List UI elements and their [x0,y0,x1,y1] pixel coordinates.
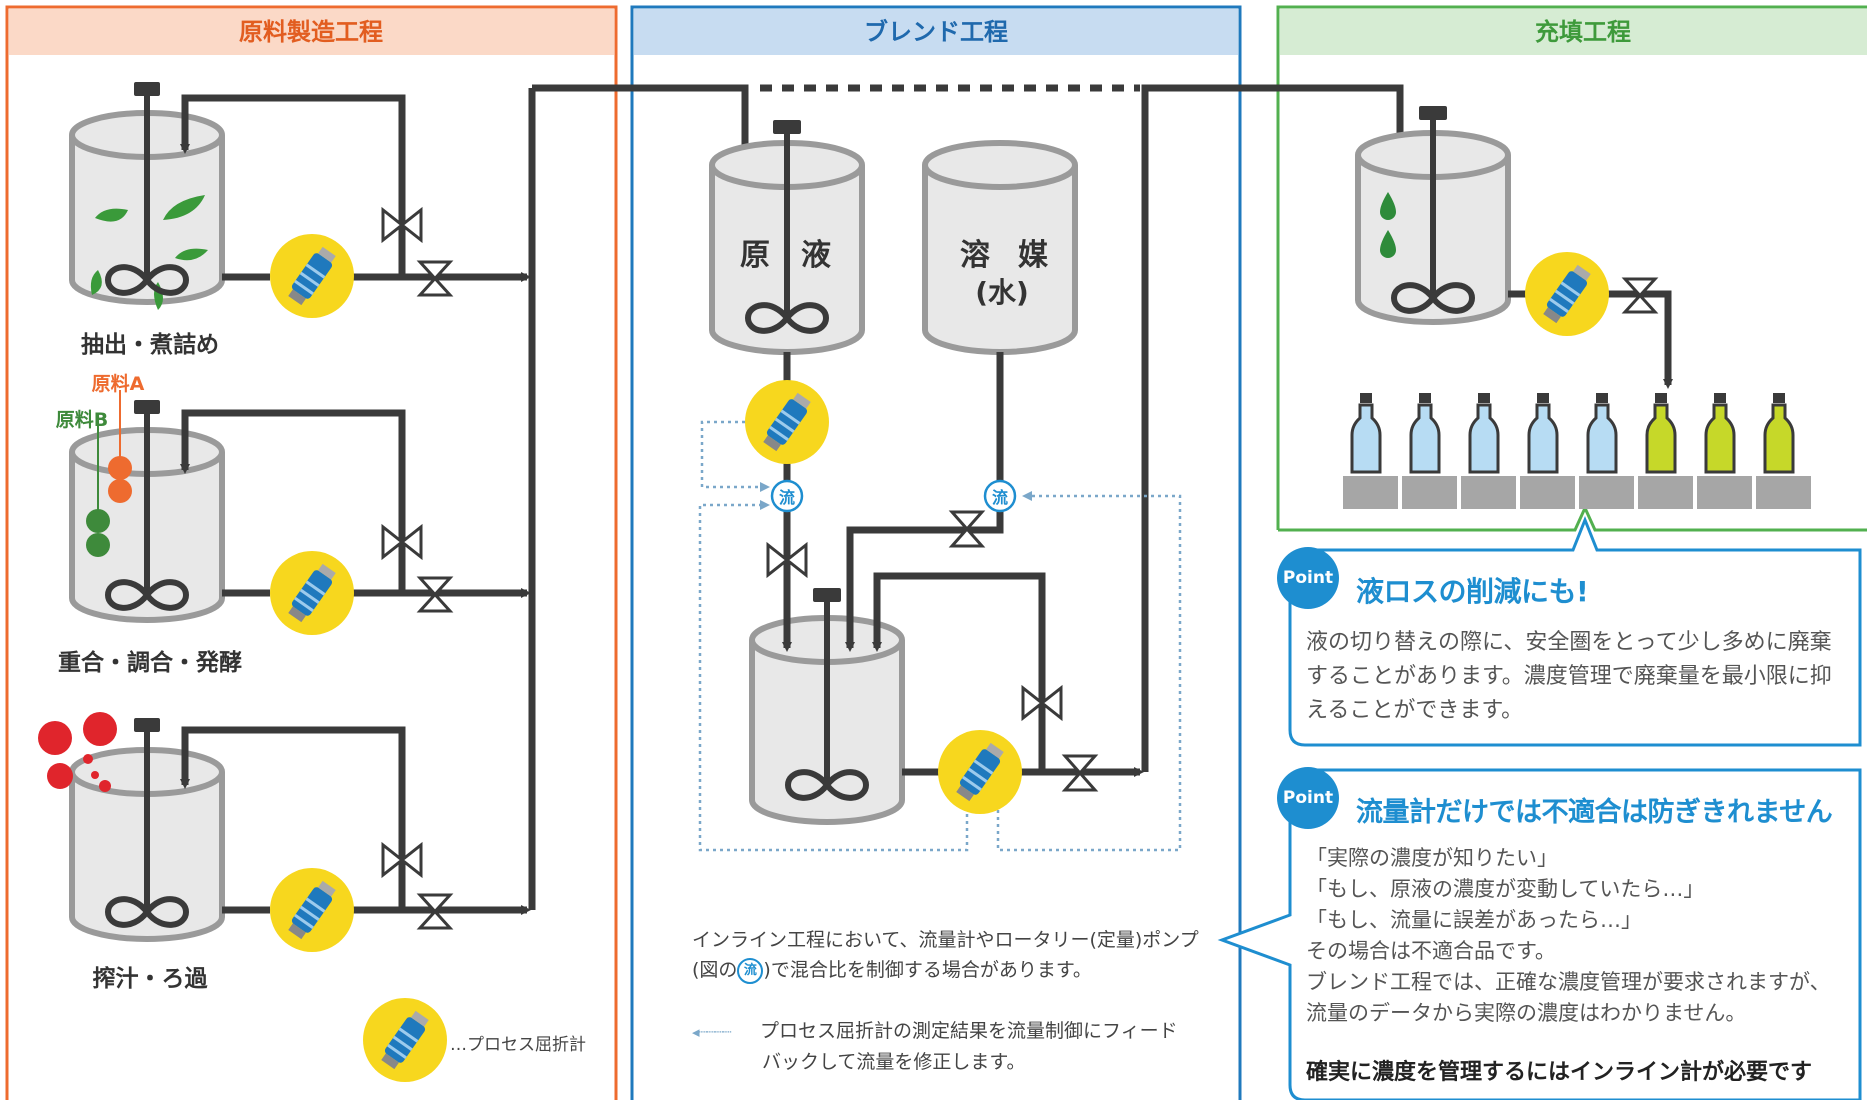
section-raw-title: 原料製造工程 [239,18,383,46]
inline-note-line-2a: (図の [692,959,738,981]
feedback-arrow-icon: ◂┈┈┈┈ [692,1023,732,1041]
refractometer-legend-label: …プロセス屈折計 [450,1035,586,1055]
refractometer-icons [270,234,1609,1082]
solvent-label-sub: (水) [975,276,1029,309]
flow-meter-stock: 流 [770,479,804,513]
feedback-note-line-1: プロセス屈折計の測定結果を流量制御にフィード [760,1020,1178,1042]
raw-tank-3-label: 搾汁・ろ過 [93,965,209,992]
point1-title: 液ロスの削減にも! [1356,575,1589,608]
point2-line-6: 流量のデータから実際の濃度はわかりません。 [1306,1001,1747,1025]
refractometer-icon [270,551,354,635]
feedback-note-line-2: バックして流量を修正します。 [762,1051,1026,1073]
section-blend-title: ブレンド工程 [864,18,1008,46]
ingredient-b-label: 原料B [56,408,108,431]
point2-line-2: 「もし、原液の濃度が変動していたら…」 [1306,877,1705,901]
bottle [1704,393,1736,474]
raw-tank-2-label: 重合・調合・発酵 [58,649,242,676]
raw-pipes [180,94,531,915]
section-blend: ブレンド工程 [630,5,1242,1100]
refractometer-legend-icon [363,998,447,1082]
solvent-tank: 溶 媒 (水) [922,140,1078,355]
bottle [1763,393,1795,474]
fill-tank [1355,106,1511,325]
bottle [1350,393,1382,474]
stock-tank: 原 液 [709,120,865,355]
flow-meter-solvent-symbol: 流 [992,488,1008,507]
inline-note-line-2b: )で混合比を制御する場合があります。 [763,959,1092,981]
flow-meter-solvent: 流 [983,479,1017,513]
refractometer-icon [270,868,354,952]
bottle [1468,393,1500,474]
flow-meter-stock-symbol: 流 [779,488,795,507]
raw-tank-3 [38,712,225,942]
refractometer-icon [270,234,354,318]
fill-valve [1621,277,1659,314]
blend-valves [766,510,1099,792]
section-raw: 原料製造工程 [5,5,618,1100]
stock-label-1: 原 [740,238,770,273]
point2-line-1: 「実際の濃度が知りたい」 [1306,846,1558,870]
feedback-note: ◂┈┈┈┈ プロセス屈折計の測定結果を流量制御にフィード バックして流量を修正しま… [692,1016,1222,1077]
section-fill: 充填工程 [1276,5,1867,532]
flow-symbol-inline: 流 [737,957,764,984]
bottle [1645,393,1677,474]
point2-conclusion: 確実に濃度を管理するにはインライン計が必要です [1306,1060,1813,1085]
feedback-lines [698,420,1182,852]
solvent-label-1: 溶 [960,238,990,273]
stock-label-2: 液 [801,238,831,273]
refractometer-icon [1525,252,1609,336]
point1-line-1: 液の切り替えの際に、安全圏をとって少し多めに廃棄 [1306,630,1832,655]
ingredient-a-label: 原料A [92,372,145,395]
inline-note-line-1: インライン工程において、流量計やロータリー(定量)ポンプ [692,929,1199,951]
raw-tank-1-label: 抽出・煮詰め [81,331,219,358]
solvent-label-2: 媒 [1018,238,1049,273]
bottle [1586,393,1618,474]
point2-title: 流量計だけでは不適合は防ぎきれません [1356,797,1833,828]
feedback-arrowhead-2 [760,500,770,510]
bottle [1409,393,1441,474]
feedback-arrowhead-3 [1022,491,1032,501]
point2-badge: Point [1277,767,1339,829]
refractometer-icon [745,380,829,464]
bottle [1527,393,1559,474]
inline-note: インライン工程において、流量計やロータリー(定量)ポンプ (図の流)で混合比を制… [692,925,1222,985]
point1-body: 液の切り替えの際に、安全圏をとって少し多めに廃棄 することがあります。濃度管理で… [1306,626,1854,728]
raw-tank-1 [69,82,225,310]
raw-valves [381,206,454,930]
point1-line-3: えることができます。 [1306,698,1524,723]
point2-line-4: その場合は不適合品です。 [1306,939,1556,963]
point2-line-3: 「もし、流量に誤差があったら…」 [1306,908,1642,932]
point1-line-2: することがあります。濃度管理で廃棄量を最小限に抑 [1306,664,1832,689]
inline-note-line-2: (図の流)で混合比を制御する場合があります。 [692,955,1222,985]
point2-line-5: ブレンド工程では、正確な濃度管理が要求されますが、 [1306,970,1831,994]
point1-badge: Point [1277,547,1339,609]
conveyor [1343,476,1811,509]
point2-body: 「実際の濃度が知りたい」 「もし、原液の濃度が変動していたら…」 「もし、流量に… [1306,843,1856,1029]
feedback-arrowhead-1 [760,482,770,492]
refractometer-icon [938,730,1022,814]
section-fill-title: 充填工程 [1535,18,1631,46]
bottles [1350,393,1795,474]
raw-tank-2 [69,390,225,623]
